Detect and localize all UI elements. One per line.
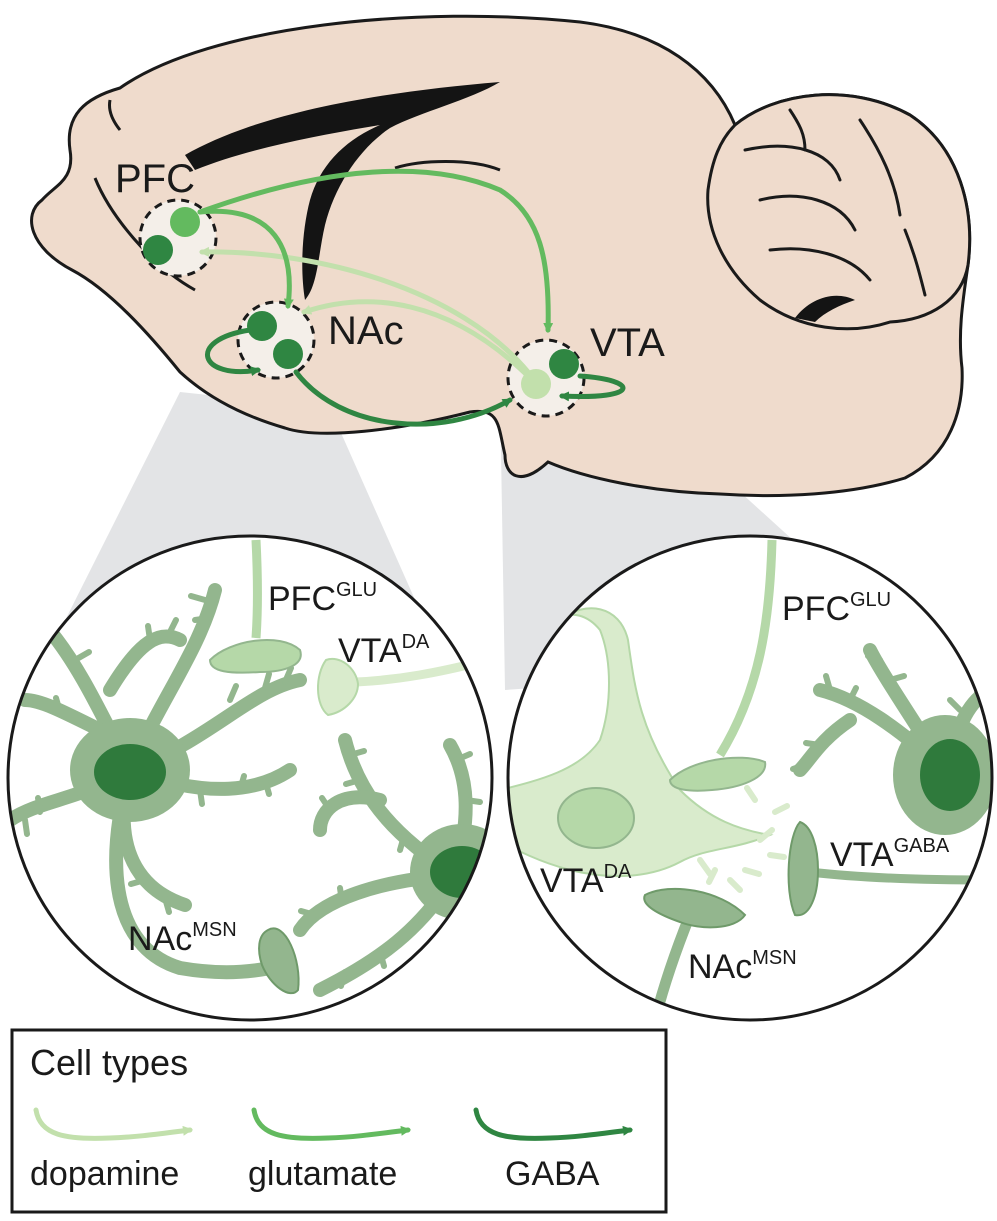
vta-gaba-neuron xyxy=(549,349,579,379)
label-nac: NAc xyxy=(328,309,404,353)
legend-gaba-arrow xyxy=(473,1107,633,1141)
arrow-vta-local-gaba xyxy=(559,373,626,402)
cerebellum-folia xyxy=(743,108,927,297)
label-pfc: PFC xyxy=(115,157,195,201)
arrow-pfc-to-vta-glutamate xyxy=(197,168,554,333)
arrow-nac-local-gaba xyxy=(205,327,261,377)
label-vta: VTA xyxy=(590,321,665,365)
nac-msn-terminal-right xyxy=(643,887,747,929)
label-pfc-glu-left: PFCGLU xyxy=(268,579,377,618)
vta-gaba-axon xyxy=(809,867,991,885)
pfc-glu-terminal-right xyxy=(668,756,767,792)
pfc-glu-axon-right xyxy=(716,539,777,758)
vta-region xyxy=(506,338,586,418)
pfc-region xyxy=(138,198,218,278)
label-nac-msn-left: NAcMSN xyxy=(128,919,237,958)
legend-glutamate-arrow xyxy=(251,1107,411,1141)
legend-title: Cell types xyxy=(30,1042,188,1083)
msn-nucleus-left-1 xyxy=(94,744,166,800)
arrow-pfc-to-nac-glutamate xyxy=(197,208,294,309)
pfc-gaba-neuron xyxy=(143,235,173,265)
legend-gaba-label: GABA xyxy=(505,1155,600,1193)
label-nac-msn-right: NAcMSN xyxy=(688,947,797,986)
legend-dopamine-label: dopamine xyxy=(30,1155,179,1193)
nac-msn-neuron-2 xyxy=(273,339,303,369)
olfactory-curve xyxy=(93,177,196,292)
vta-gaba-nucleus xyxy=(920,739,980,811)
cortex-sulcus xyxy=(108,99,122,131)
pathway-arrows xyxy=(197,168,626,427)
label-pfc-glu-right: PFCGLU xyxy=(782,589,891,628)
nac-msn-neuron-1 xyxy=(247,311,277,341)
arrow-vta-to-nac-dopamine xyxy=(301,299,531,379)
label-vta-da-left: VTADA xyxy=(338,631,430,670)
nac-region xyxy=(236,300,316,380)
legend-box xyxy=(10,1028,668,1214)
arrow-vta-to-pfc-dopamine xyxy=(199,246,531,375)
fourth-ventricle xyxy=(795,295,855,322)
pfc-glu-terminal-left xyxy=(208,639,302,674)
msn-nucleus-left-2 xyxy=(430,846,492,898)
zoom-vta: PFCGLU VTAGABA VTADA NAcMSN xyxy=(506,534,994,1022)
pfc-glu-neuron xyxy=(170,207,200,237)
label-vta-gaba-right: VTAGABA xyxy=(830,835,950,874)
midbrain-curve xyxy=(394,160,501,172)
label-vta-da-right: VTADA xyxy=(540,861,632,900)
vta-gaba-terminal xyxy=(787,820,820,917)
legend: Cell types dopamine glutamate GABA xyxy=(10,1028,668,1214)
vta-da-nucleus xyxy=(557,787,635,849)
vta-da-terminal-left xyxy=(317,657,360,717)
corpus-callosum xyxy=(185,82,500,300)
vta-da-spines xyxy=(697,785,790,893)
nac-msn-terminal-left xyxy=(258,927,300,995)
zoom-nac: PFCGLU VTADA NAcMSN xyxy=(6,534,494,1022)
pfc-glu-axon-left xyxy=(251,539,262,639)
legend-dopamine-arrow xyxy=(33,1107,193,1141)
legend-glutamate-label: glutamate xyxy=(248,1155,397,1193)
arrow-nac-to-vta-gaba xyxy=(293,369,513,427)
